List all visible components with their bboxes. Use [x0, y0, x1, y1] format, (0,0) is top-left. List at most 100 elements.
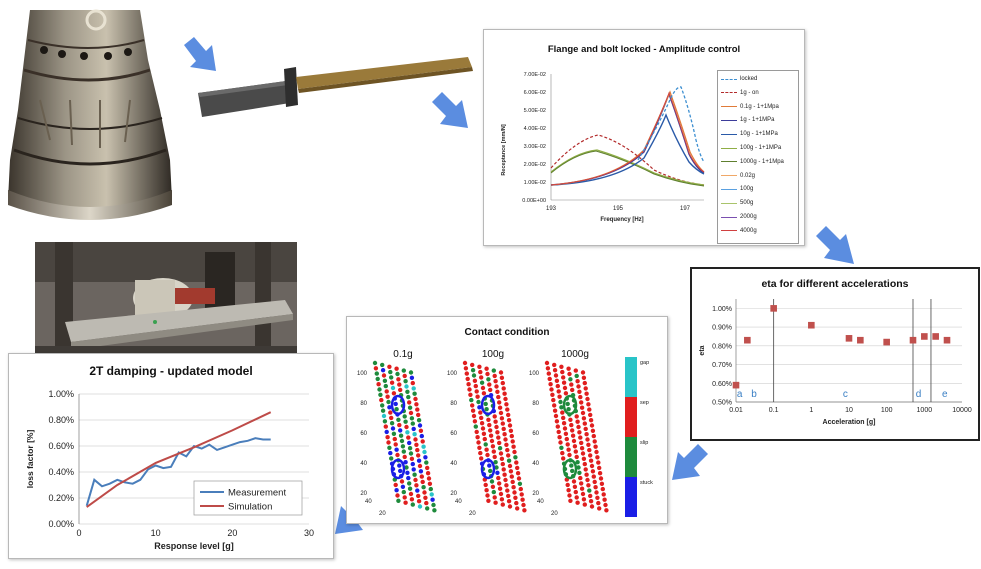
legend-swatch — [721, 202, 737, 204]
contact-node — [411, 467, 416, 472]
contact-node — [503, 477, 508, 483]
flange-ytick: 7.00E-02 — [524, 72, 546, 78]
contact-node — [564, 436, 569, 442]
contact-node — [380, 403, 385, 408]
eta-xtick: 1 — [809, 407, 813, 414]
contact-node — [381, 373, 387, 378]
flange-ytick: 0.00E+00 — [522, 198, 546, 204]
contact-node — [389, 421, 395, 426]
contact-node — [408, 451, 414, 456]
damp-legend-label: Measurement — [228, 488, 286, 499]
contact-node — [561, 421, 567, 426]
colorbar-segment — [625, 397, 637, 437]
contact-node — [601, 492, 606, 497]
eta-ytick: 0.90% — [712, 325, 732, 332]
contact-node — [485, 493, 490, 498]
contact-node — [418, 428, 424, 433]
contact-node — [572, 444, 578, 449]
contact-node — [521, 502, 526, 508]
legend-label: 1g - on — [740, 89, 759, 96]
contact-node — [514, 500, 519, 506]
contact-node — [479, 375, 484, 380]
contact-node — [573, 368, 578, 373]
contact-node — [478, 450, 483, 456]
contact-node — [599, 481, 605, 486]
contact-node — [596, 500, 601, 506]
bolt-ring — [390, 458, 406, 480]
legend-label: 100g - 1+1MPa — [740, 145, 782, 151]
contact-node — [558, 399, 563, 405]
contact-node — [415, 488, 420, 493]
contact-node — [476, 399, 481, 405]
contact-node — [406, 475, 411, 481]
eta-xtick: 10000 — [952, 407, 972, 414]
contact-node — [394, 447, 399, 452]
damp-ytick: 0.40% — [48, 467, 74, 477]
contact-node — [478, 410, 483, 415]
contact-node — [494, 465, 499, 470]
contact-node — [575, 500, 580, 505]
contact-node — [566, 488, 571, 493]
contact-node — [393, 442, 398, 447]
contact-node — [408, 370, 414, 375]
contact-node — [416, 453, 421, 458]
contact-node — [472, 378, 478, 383]
contact-node — [471, 373, 477, 378]
contact-node — [589, 463, 595, 469]
flange-curve-0-02g — [550, 90, 705, 186]
colorbar-label: gap — [640, 360, 649, 366]
flange-legend-item: 1g - on — [721, 88, 759, 98]
contact-node — [503, 396, 508, 402]
contact-bottom-tick: 20 — [379, 511, 386, 517]
contact-node — [416, 458, 422, 463]
contact-node — [474, 389, 479, 394]
contact-node — [560, 410, 565, 415]
contact-node — [401, 489, 406, 495]
contact-node — [594, 449, 599, 455]
contact-node — [423, 455, 428, 460]
contact-node — [425, 506, 430, 511]
eta-chart-title: eta for different accelerations — [761, 278, 909, 290]
contact-node — [576, 384, 581, 389]
contact-node — [430, 497, 435, 502]
flange-ytick: 3.00E-02 — [524, 144, 546, 150]
contact-node — [552, 368, 558, 373]
contact-node — [560, 450, 565, 456]
contact-node — [400, 444, 406, 449]
contact-node — [405, 430, 410, 435]
contact-node — [555, 424, 560, 429]
eta-ytick: 0.70% — [712, 362, 732, 369]
contact-node — [574, 373, 579, 379]
contact-node — [422, 490, 427, 495]
contact-node — [552, 403, 557, 408]
contact-node — [388, 369, 393, 375]
contact-node — [487, 382, 492, 387]
flange-ytick: 1.00E-02 — [524, 180, 546, 186]
contact-node — [387, 445, 392, 450]
contact-node — [409, 375, 415, 380]
eta-xtick: 1000 — [917, 407, 933, 414]
colorbar-segment — [625, 437, 637, 477]
legend-swatch — [721, 78, 737, 80]
eta-region-label: b — [751, 389, 757, 400]
contact-node — [484, 407, 489, 412]
flange-ytick: 2.00E-02 — [524, 162, 546, 168]
contact-node — [578, 475, 583, 481]
contact-ytick: 20 — [532, 491, 539, 497]
contact-node — [595, 495, 600, 500]
contact-node — [418, 469, 424, 474]
contact-node — [571, 438, 577, 444]
contact-node — [420, 439, 425, 444]
contact-node — [491, 449, 496, 454]
contact-node — [410, 380, 415, 386]
contact-node — [562, 426, 568, 431]
contact-node — [497, 446, 503, 451]
contact-node — [582, 421, 587, 426]
flange-xlabel: Frequency [Hz] — [600, 217, 643, 223]
flange-curve-1g — [550, 91, 705, 186]
eta-xtick: 0.1 — [769, 407, 779, 414]
contact-node — [497, 400, 502, 405]
contact-node — [383, 424, 388, 429]
contact-node — [495, 430, 500, 435]
